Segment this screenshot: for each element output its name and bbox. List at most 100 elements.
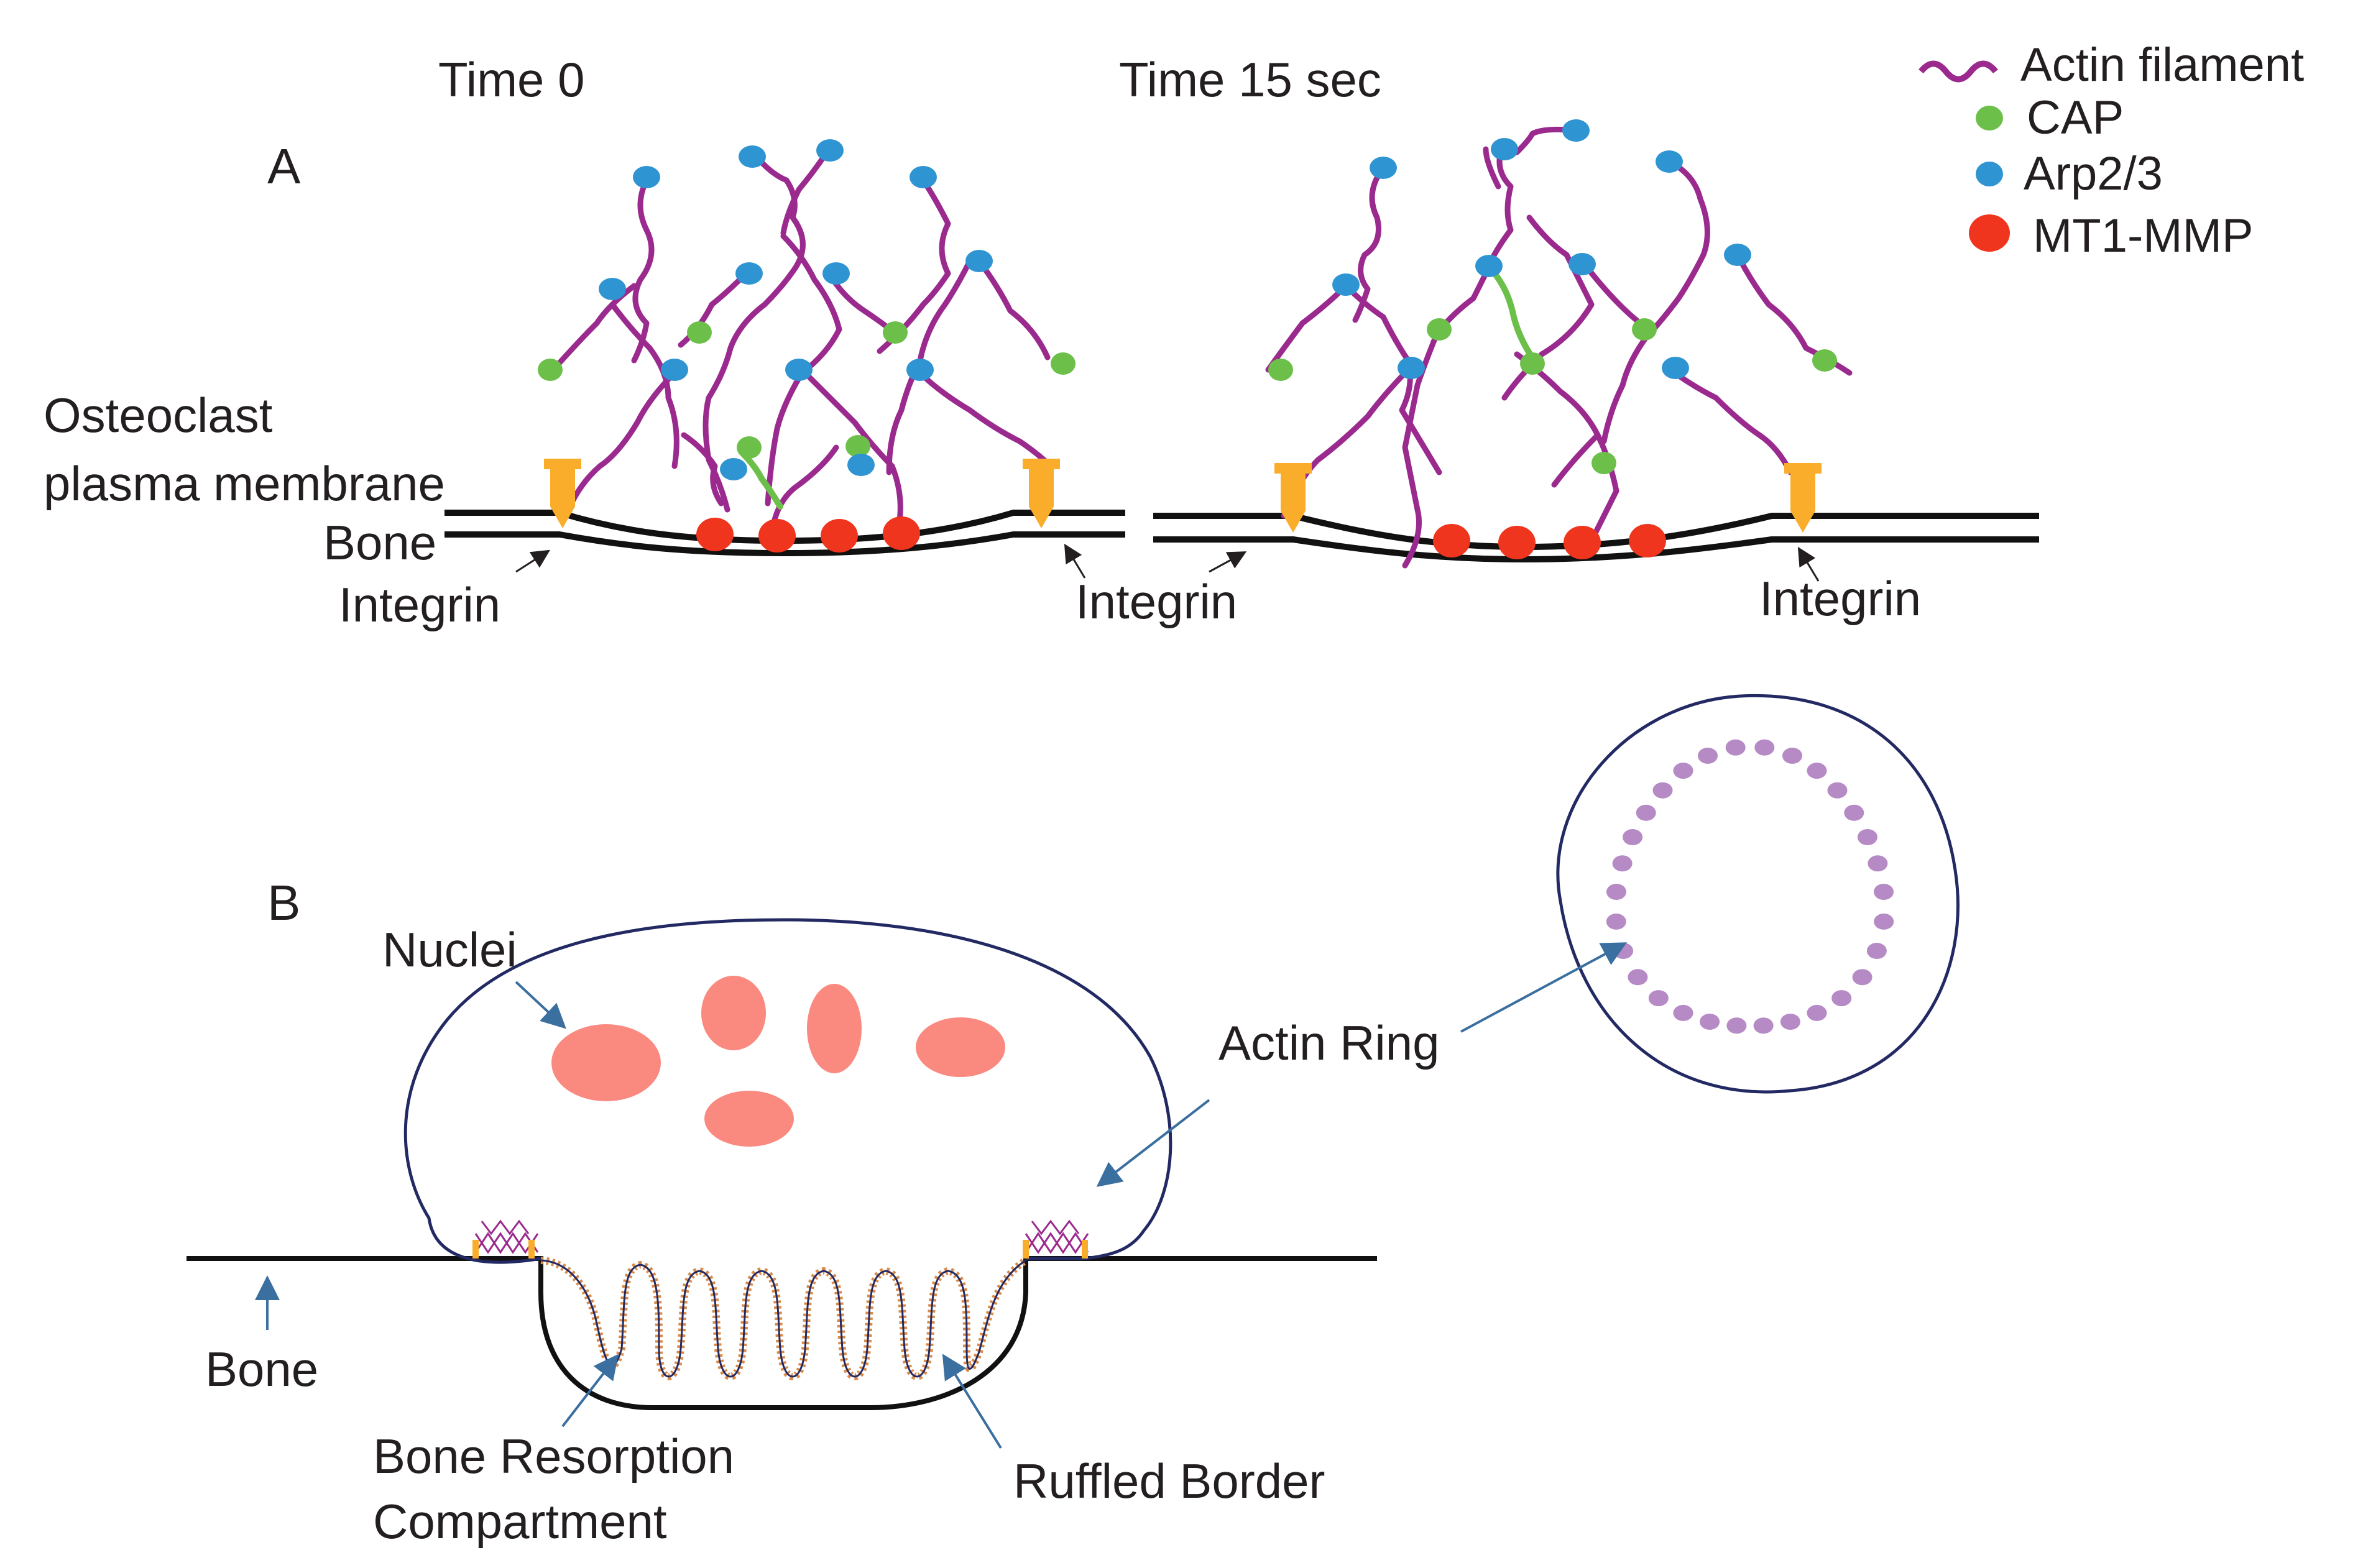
actin-ring-patch-right bbox=[1025, 1219, 1089, 1254]
integrin-shape bbox=[1274, 463, 1312, 533]
mmp-dot bbox=[696, 518, 734, 551]
cap-dot bbox=[883, 321, 908, 344]
actin-ring-dot bbox=[1857, 829, 1877, 845]
legend-actin-swatch bbox=[1918, 60, 1998, 83]
arp-dot bbox=[1562, 119, 1590, 142]
actin-ring-dot bbox=[1874, 884, 1894, 900]
actin-ring-arrow-cell bbox=[1096, 1099, 1210, 1187]
arp-dot bbox=[910, 166, 937, 188]
osteoclast-membrane-label-line2: plasma membrane bbox=[44, 456, 445, 511]
integrins bbox=[544, 459, 1060, 528]
actin-filament bbox=[631, 177, 655, 364]
time-0-network bbox=[445, 139, 1125, 557]
ruffled-border-arrow bbox=[942, 1354, 1002, 1449]
resorption-label-line2: Compartment bbox=[373, 1494, 667, 1549]
actin-ring-dot bbox=[1753, 1017, 1774, 1034]
actin-ring-dot bbox=[1868, 855, 1888, 872]
actin-ring-patch-left bbox=[474, 1219, 539, 1254]
actin-ring-dot bbox=[1866, 943, 1887, 959]
arp-dot bbox=[599, 278, 626, 300]
bone-surface bbox=[187, 1256, 1377, 1410]
arp23-complexes bbox=[599, 139, 993, 480]
actin-filament bbox=[1501, 214, 1595, 401]
actin-filament bbox=[1514, 126, 1579, 155]
actin-filament bbox=[976, 258, 1051, 360]
nuclei-arrow bbox=[515, 981, 566, 1029]
actin-ring-dot bbox=[1628, 969, 1648, 986]
actin-filament bbox=[563, 370, 678, 519]
nuclei bbox=[551, 976, 1005, 1147]
integrin-pointer-3 bbox=[1209, 551, 1247, 573]
integrins bbox=[1274, 463, 1822, 533]
legend-arp-dot bbox=[1976, 162, 2003, 186]
cap-dot bbox=[538, 359, 563, 381]
nucleus bbox=[916, 1017, 1005, 1077]
actin-ring-dot bbox=[1623, 829, 1643, 845]
actin-ring-arrow-top bbox=[1460, 942, 1628, 1033]
arp-dot bbox=[1370, 157, 1397, 179]
actin-filament-cap-bound bbox=[740, 451, 783, 510]
actin-filament bbox=[802, 370, 903, 531]
ruffled-border-label: Ruffled Border bbox=[1013, 1454, 1325, 1508]
actin-ring-dot bbox=[1673, 763, 1693, 779]
integrin-pointer-2 bbox=[1064, 543, 1086, 579]
nucleus bbox=[701, 976, 766, 1050]
bone-line bbox=[445, 531, 1125, 557]
osteoclast-cell-outline bbox=[403, 918, 1172, 1264]
mmp-dot bbox=[1498, 526, 1536, 559]
time-15-label: Time 15 sec bbox=[1119, 52, 1381, 107]
cap-dot bbox=[1812, 349, 1837, 372]
arp-dot bbox=[965, 250, 993, 272]
actin-filament bbox=[1483, 146, 1501, 190]
cap-proteins bbox=[538, 321, 1076, 459]
sealing-zone-integrins bbox=[472, 1240, 1088, 1259]
actin-filament bbox=[1402, 140, 1514, 569]
cap-dot bbox=[1520, 352, 1545, 375]
actin-ring-dots bbox=[1606, 739, 1894, 1034]
actin-filament bbox=[877, 177, 951, 354]
osteoclast-membrane-label-line1: Osteoclast bbox=[44, 388, 273, 442]
actin-filament bbox=[1352, 165, 1386, 323]
actin-filament bbox=[780, 149, 830, 236]
actin-ring-dot bbox=[1648, 990, 1669, 1007]
cap-dot bbox=[1268, 359, 1293, 381]
resorption-label-line1: Bone Resorption bbox=[373, 1429, 734, 1483]
bone-label-b: Bone bbox=[205, 1342, 318, 1396]
arp-dot bbox=[816, 139, 844, 162]
actin-filament bbox=[550, 283, 637, 373]
actin-ring-dot bbox=[1613, 943, 1634, 959]
actin-ring-dot bbox=[1827, 782, 1848, 799]
arp-dot bbox=[661, 359, 688, 381]
arp-dot bbox=[1475, 255, 1503, 277]
arp-dot bbox=[1656, 150, 1683, 173]
panel-a-label: A bbox=[267, 139, 301, 194]
arp-dot bbox=[847, 454, 875, 476]
actin-filament bbox=[765, 233, 842, 507]
nucleus bbox=[807, 984, 862, 1073]
mmp-dot bbox=[758, 519, 796, 552]
resorption-arrow bbox=[561, 1354, 619, 1428]
actin-filament bbox=[1265, 283, 1349, 373]
actin-ring-dot bbox=[1606, 884, 1626, 900]
actin-ring-dot bbox=[1874, 913, 1894, 930]
legend-mmp-label: MT1-MMP bbox=[2033, 209, 2254, 262]
mmp-dot bbox=[883, 516, 920, 550]
nucleus bbox=[551, 1024, 661, 1101]
panel-b-label: B bbox=[267, 875, 300, 930]
actin-ring-dot bbox=[1700, 1014, 1720, 1030]
actin-ring-dot bbox=[1807, 763, 1827, 779]
mt1-mmp-proteins bbox=[1433, 524, 1666, 559]
arp-dot bbox=[720, 458, 747, 480]
arp-dot bbox=[1724, 244, 1751, 266]
integrin-pointer-4 bbox=[1797, 546, 1820, 582]
actin-ring-dot bbox=[1612, 855, 1633, 872]
cap-dot bbox=[687, 321, 712, 344]
actin-filament bbox=[681, 432, 724, 507]
arp-dot bbox=[1491, 138, 1518, 160]
arp-dot bbox=[785, 359, 813, 381]
ruffled-border-membrane bbox=[540, 1259, 1026, 1378]
arp23-complexes bbox=[1332, 119, 1751, 379]
bone-label-a: Bone bbox=[323, 515, 436, 570]
arp-dot bbox=[906, 359, 934, 381]
